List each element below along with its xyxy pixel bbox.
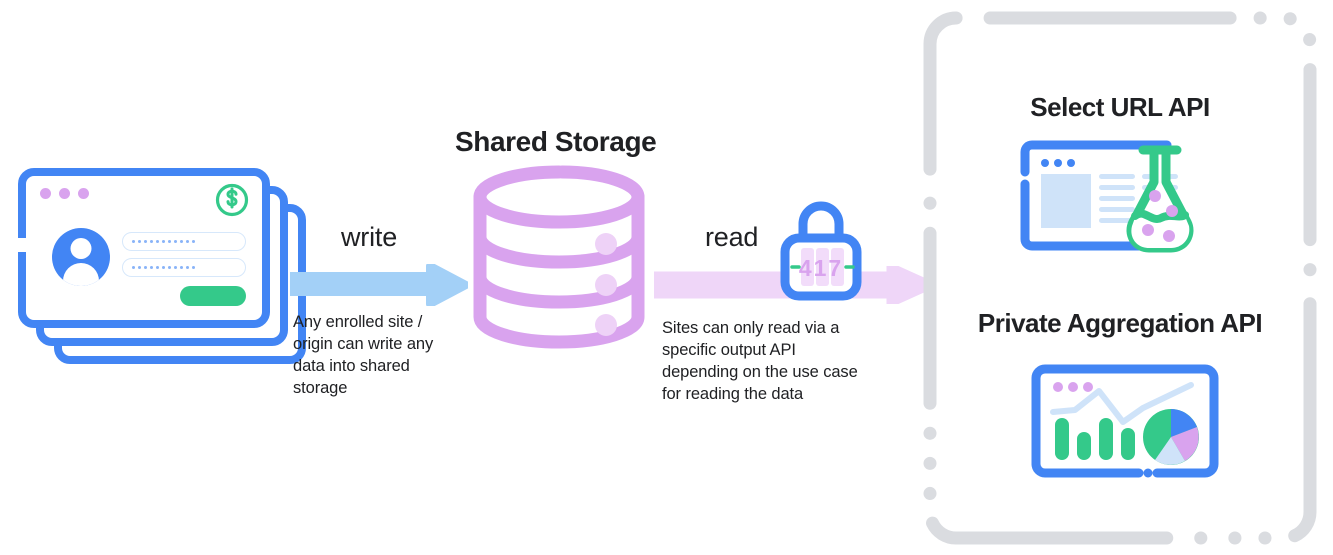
private-aggregation-api-title: Private Aggregation API	[977, 308, 1263, 338]
password-field[interactable]	[122, 258, 246, 277]
avatar	[52, 228, 110, 286]
field-masked-value	[132, 266, 195, 269]
output-apis-panel: Select URL API	[920, 8, 1320, 548]
line-chart	[1050, 382, 1194, 425]
avatar-body	[63, 263, 99, 286]
database-cylinder-icon	[466, 164, 652, 355]
window-dot-1	[40, 188, 51, 199]
dashboard-charts-icon	[1027, 360, 1223, 489]
window-dots	[1053, 382, 1093, 392]
submit-button[interactable]	[180, 286, 246, 306]
write-label: write	[341, 222, 398, 252]
write-arrow-icon	[286, 262, 470, 311]
avatar-head	[70, 238, 92, 259]
lock-digits: 417	[799, 255, 843, 281]
status-dot	[1143, 468, 1153, 478]
username-field[interactable]	[122, 232, 246, 251]
browser-card-layer-front	[18, 168, 270, 328]
read-label: read	[705, 222, 759, 252]
window-dot-2	[59, 188, 70, 199]
browser-window-with-flask-icon	[1015, 138, 1225, 265]
field-masked-value	[132, 240, 195, 243]
write-caption: Any enrolled site / origin can write any…	[293, 313, 434, 397]
combination-padlock-icon: 417	[779, 198, 863, 307]
select-url-api-title: Select URL API	[1030, 92, 1210, 122]
flask-icon	[1126, 145, 1194, 253]
image-placeholder	[1041, 174, 1091, 228]
dashed-border	[923, 11, 1317, 545]
window-dots	[1041, 159, 1075, 167]
lock-dials: 417	[790, 248, 855, 286]
window-dot-3	[78, 188, 89, 199]
card-edge-notch	[18, 238, 26, 252]
window-dots	[40, 188, 89, 199]
pie-chart	[1143, 409, 1199, 465]
dollar-circle-icon	[214, 182, 250, 218]
enrolled-sites-icon	[18, 168, 318, 368]
read-caption: Sites can only read via a specific outpu…	[662, 319, 858, 403]
page-title: Shared Storage	[455, 126, 657, 157]
bar-chart	[1055, 418, 1135, 460]
